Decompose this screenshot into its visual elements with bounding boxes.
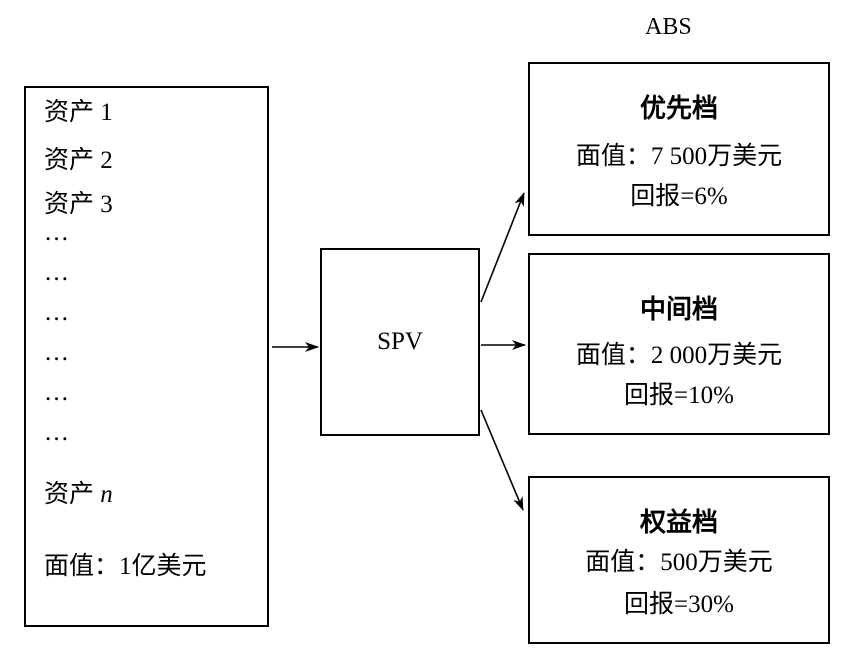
tranche-name: 中间档 xyxy=(639,295,718,325)
asset-item-n: 资产 n xyxy=(44,480,113,510)
asset-ellipsis-5: … xyxy=(44,379,70,406)
tranche-return: 回报=30% xyxy=(624,591,734,618)
asset-item-n-prefix: 资产 xyxy=(44,481,101,508)
tranche-name: 优先档 xyxy=(639,94,718,124)
tranche-return: 回报=10% xyxy=(624,382,734,409)
asset-ellipsis-4: … xyxy=(44,339,70,366)
abs-label: ABS xyxy=(645,14,692,40)
asset-item-2: 资产 2 xyxy=(44,147,113,174)
tranche-box-equity: 权益档 面值：500万美元 回报=30% xyxy=(528,476,830,644)
tranche-face-value: 面值：500万美元 xyxy=(585,549,773,576)
spv-label: SPV xyxy=(377,328,423,355)
tranche-box-mezzanine: 中间档 面值：2 000万美元 回报=10% xyxy=(528,253,830,435)
tranche-return: 回报=6% xyxy=(630,183,728,210)
asset-ellipsis-3: … xyxy=(44,299,70,326)
asset-item-3: 资产 3 xyxy=(44,191,113,218)
asset-ellipsis-6: … xyxy=(44,419,70,446)
tranche-face-value: 面值：7 500万美元 xyxy=(575,143,783,170)
asset-item-n-var: n xyxy=(100,481,113,508)
tranche-face-value: 面值：2 000万美元 xyxy=(575,342,783,369)
spv-box: SPV xyxy=(320,248,480,436)
asset-item-1: 资产 1 xyxy=(44,99,113,126)
asset-pool-face-value: 面值：1亿美元 xyxy=(44,553,207,580)
asset-ellipsis-1: … xyxy=(44,219,70,246)
asset-ellipsis-2: … xyxy=(44,259,70,286)
asset-pool-box: 资产 1 资产 2 资产 3 … … … … … … 资产 n 面值：1亿美元 xyxy=(24,86,269,627)
arrow-spv-to-senior xyxy=(480,192,525,303)
arrow-spv-to-equity xyxy=(480,409,524,511)
tranche-name: 权益档 xyxy=(639,508,718,538)
tranche-box-senior: 优先档 面值：7 500万美元 回报=6% xyxy=(528,62,830,236)
